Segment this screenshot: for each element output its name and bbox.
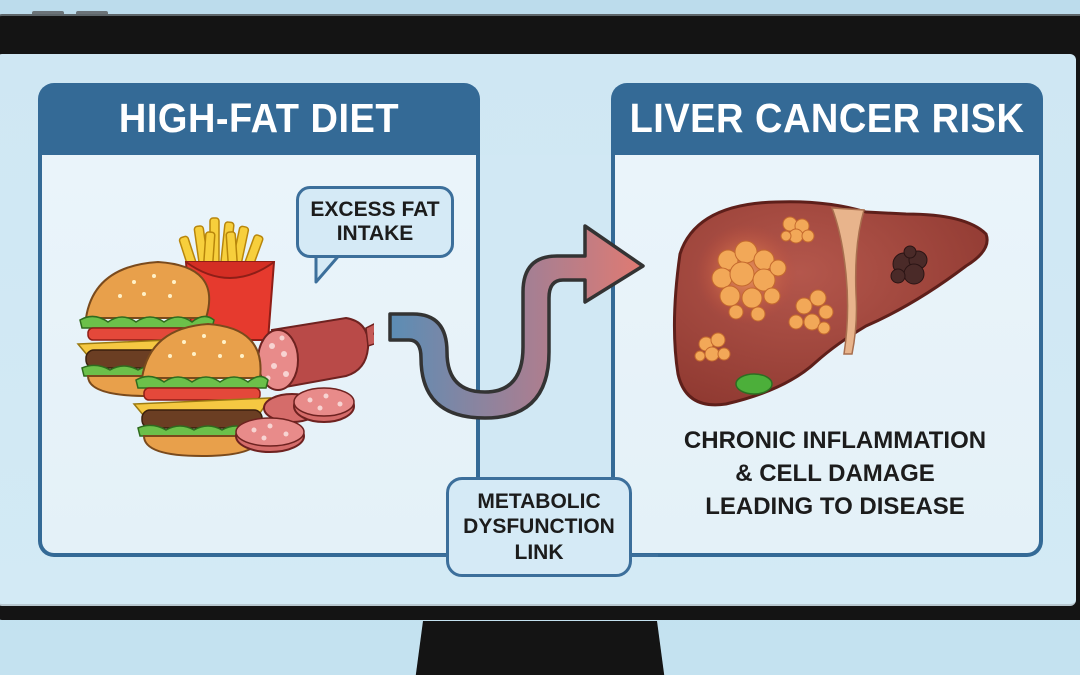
salami-icon <box>257 316 374 391</box>
burger-icon <box>132 322 272 458</box>
monitor-stand <box>415 621 665 675</box>
link-connector-line <box>420 554 450 557</box>
caption-line: LEADING TO DISEASE <box>705 493 965 521</box>
s-curve-arrow-icon <box>388 224 645 420</box>
link-line: DYSFUNCTION <box>463 515 615 539</box>
fast-food-illustration <box>76 217 374 458</box>
tumor-clusters <box>694 216 928 362</box>
caption-line: & CELL DAMAGE <box>735 460 935 488</box>
monitor-bezel-nub <box>76 11 108 15</box>
french-fries-icon <box>178 217 276 341</box>
liver-risk-caption: CHRONIC INFLAMMATION & CELL DAMAGE LEADI… <box>660 424 1010 523</box>
panel-title: LIVER CANCER RISK <box>629 95 1025 142</box>
salami-slices-icon <box>235 387 355 453</box>
diseased-liver-icon <box>672 200 989 407</box>
excess-fat-intake-bubble: EXCESS FAT INTAKE <box>296 186 454 258</box>
bubble-line: INTAKE <box>336 222 414 245</box>
monitor-bezel-nub <box>32 11 64 15</box>
caption-line: CHRONIC INFLAMMATION <box>683 427 987 454</box>
link-connector-line <box>628 554 658 557</box>
link-line: METABOLIC <box>477 490 601 514</box>
link-line: LINK <box>514 540 564 564</box>
bubble-line: EXCESS FAT <box>310 198 440 222</box>
metabolic-dysfunction-link-box: METABOLIC DYSFUNCTION LINK <box>446 477 632 577</box>
panel-title: HIGH-FAT DIET <box>118 95 400 142</box>
